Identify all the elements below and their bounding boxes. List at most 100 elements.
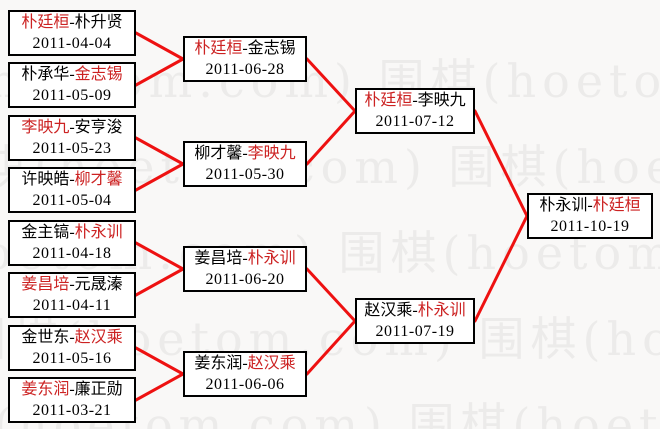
- player1-name: 柳才馨: [194, 145, 243, 162]
- match-players: 赵汉乘-朴永训: [357, 300, 473, 321]
- match-box: 李映九-安亨浚 2011-05-23: [8, 115, 136, 161]
- match-date: 2011-06-20: [205, 271, 285, 288]
- match-players: 许映皓-柳才馨: [10, 169, 134, 190]
- match-players: 朴永训-朴廷桓: [529, 195, 651, 216]
- names-separator: -: [587, 197, 593, 214]
- names-separator: -: [242, 250, 248, 267]
- connector-line: [473, 214, 529, 323]
- player2-name: 朴永训: [74, 224, 123, 241]
- match-date: 2011-07-19: [375, 323, 455, 340]
- connector-line: [134, 57, 185, 87]
- match-players: 姜昌培-元晟溱: [10, 274, 134, 295]
- match-date: 2011-05-09: [32, 87, 112, 104]
- connector-line: [134, 136, 185, 166]
- connector-line: [134, 162, 185, 192]
- connector-line: [305, 109, 357, 166]
- match-date: 2011-05-16: [32, 350, 112, 367]
- player2-name: 朴升贤: [74, 14, 123, 31]
- match-players: 朴承华-金志锡: [10, 64, 134, 85]
- connector-line: [134, 267, 185, 297]
- player2-name: 赵汉乘: [74, 329, 123, 346]
- names-separator: -: [69, 14, 75, 31]
- names-separator: -: [69, 329, 75, 346]
- match-date: 2011-05-23: [32, 140, 112, 157]
- player2-name: 廉正勋: [74, 381, 123, 398]
- match-date: 2011-04-11: [32, 297, 112, 314]
- match-players: 柳才馨-李映九: [185, 143, 305, 164]
- match-box: 朴廷桓-金志锡 2011-06-28: [183, 36, 307, 82]
- names-separator: -: [242, 145, 248, 162]
- player1-name: 金主镐: [21, 224, 70, 241]
- player2-name: 金志锡: [74, 66, 123, 83]
- match-players: 朴廷桓-金志锡: [185, 38, 305, 59]
- match-box: 赵汉乘-朴永训 2011-07-19: [355, 298, 475, 344]
- match-date: 2011-05-30: [205, 166, 285, 183]
- match-box: 姜昌培-朴永训 2011-06-20: [183, 246, 307, 292]
- match-date: 2011-05-04: [32, 192, 112, 209]
- names-separator: -: [69, 171, 75, 188]
- names-separator: -: [69, 119, 75, 136]
- match-date: 2011-04-04: [32, 35, 112, 52]
- names-separator: -: [69, 381, 75, 398]
- match-box: 许映皓-柳才馨 2011-05-04: [8, 167, 136, 213]
- player1-name: 金世东: [21, 329, 70, 346]
- match-box: 朴廷桓-朴升贤 2011-04-04: [8, 10, 136, 56]
- connector-line: [134, 372, 185, 402]
- player1-name: 许映皓: [21, 171, 70, 188]
- match-date: 2011-06-06: [205, 376, 285, 393]
- player1-name: 朴廷桓: [194, 40, 243, 57]
- match-date: 2011-10-19: [550, 218, 630, 235]
- names-separator: -: [69, 224, 75, 241]
- match-players: 姜东润-赵汉乘: [185, 353, 305, 374]
- player1-name: 姜昌培: [21, 276, 70, 293]
- match-box: 朴廷桓-李映九 2011-07-12: [355, 88, 475, 134]
- match-players: 朴廷桓-李映九: [357, 90, 473, 111]
- connector-line: [305, 267, 357, 323]
- match-date: 2011-06-28: [205, 61, 285, 78]
- match-box: 金世东-赵汉乘 2011-05-16: [8, 325, 136, 371]
- connector-line: [134, 241, 185, 271]
- player1-name: 朴廷桓: [364, 92, 413, 109]
- player1-name: 李映九: [21, 119, 70, 136]
- player2-name: 李映九: [417, 92, 466, 109]
- player1-name: 姜东润: [194, 355, 243, 372]
- match-players: 朴廷桓-朴升贤: [10, 12, 134, 33]
- player1-name: 姜昌培: [194, 250, 243, 267]
- player2-name: 赵汉乘: [247, 355, 296, 372]
- match-players: 金世东-赵汉乘: [10, 327, 134, 348]
- player1-name: 赵汉乘: [364, 302, 413, 319]
- match-date: 2011-07-12: [375, 113, 455, 130]
- match-players: 姜昌培-朴永训: [185, 248, 305, 269]
- player2-name: 元晟溱: [74, 276, 123, 293]
- names-separator: -: [69, 66, 75, 83]
- player1-name: 朴承华: [21, 66, 70, 83]
- match-date: 2011-03-21: [32, 402, 112, 419]
- match-box: 朴永训-朴廷桓 2011-10-19: [527, 193, 653, 239]
- player1-name: 朴永训: [539, 197, 588, 214]
- names-separator: -: [69, 276, 75, 293]
- player2-name: 李映九: [247, 145, 296, 162]
- match-players: 姜东润-廉正勋: [10, 379, 134, 400]
- player1-name: 朴廷桓: [21, 14, 70, 31]
- match-box: 姜东润-廉正勋 2011-03-21: [8, 377, 136, 423]
- player1-name: 姜东润: [21, 381, 70, 398]
- connector-line: [134, 346, 185, 376]
- connector-line: [305, 319, 357, 376]
- player2-name: 朴永训: [247, 250, 296, 267]
- match-box: 柳才馨-李映九 2011-05-30: [183, 141, 307, 187]
- player2-name: 柳才馨: [74, 171, 123, 188]
- connector-line: [473, 109, 529, 218]
- match-players: 李映九-安亨浚: [10, 117, 134, 138]
- match-players: 金主镐-朴永训: [10, 222, 134, 243]
- connector-line: [134, 31, 185, 61]
- names-separator: -: [242, 355, 248, 372]
- names-separator: -: [242, 40, 248, 57]
- match-box: 朴承华-金志锡 2011-05-09: [8, 62, 136, 108]
- connector-line: [305, 57, 357, 113]
- player2-name: 朴廷桓: [592, 197, 641, 214]
- player2-name: 金志锡: [247, 40, 296, 57]
- match-box: 金主镐-朴永训 2011-04-18: [8, 220, 136, 266]
- match-date: 2011-04-18: [32, 245, 112, 262]
